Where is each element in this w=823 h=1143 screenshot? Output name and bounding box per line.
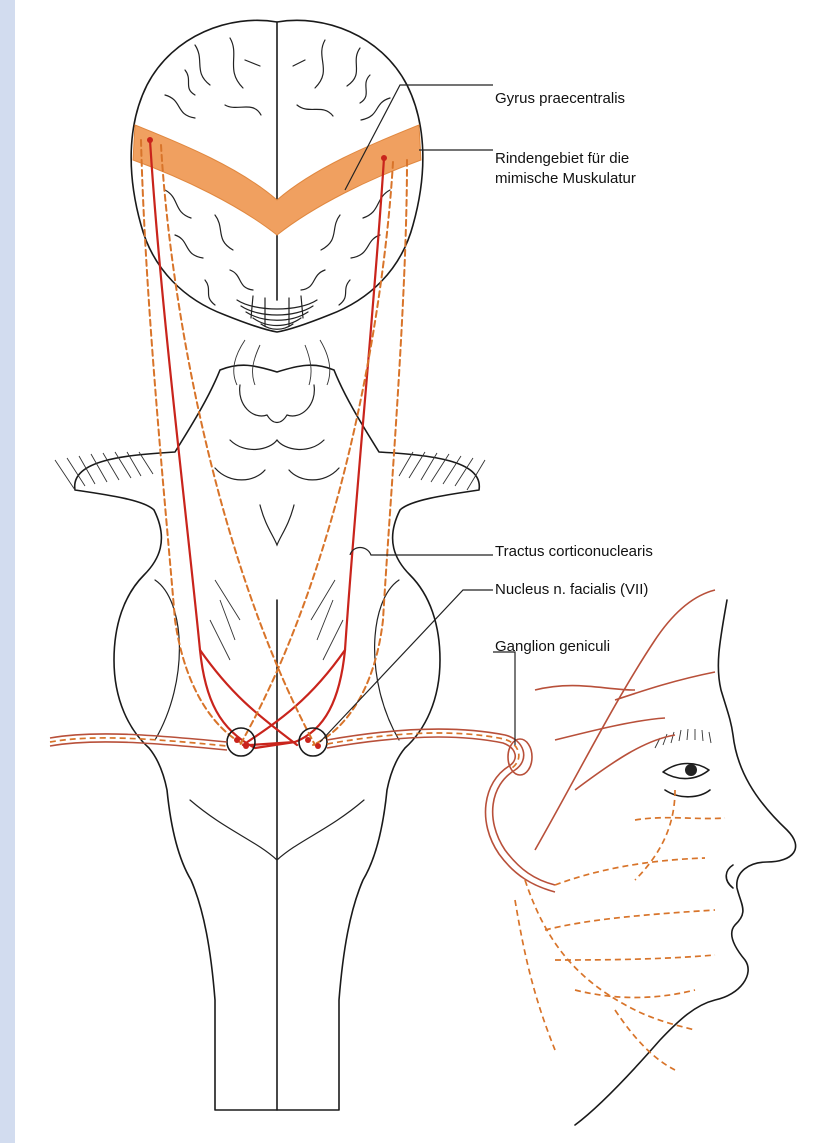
label-gyrus-praecentralis: Gyrus praecentralis (495, 89, 625, 108)
label-rindengebiet-line1: Rindengebiet für die (495, 149, 629, 168)
label-rindengebiet-line2: mimische Muskulatur (495, 169, 636, 188)
facial-nerve (50, 590, 725, 1070)
label-nucleus-facialis: Nucleus n. facialis (VII) (495, 580, 648, 599)
leader-tractus (350, 548, 493, 556)
leader-ganglion (493, 652, 515, 745)
facial-nerve-pathway-diagram (15, 0, 823, 1143)
leader-nucleus (320, 590, 493, 742)
nucleus-dot (234, 737, 240, 743)
figure-page: Gyrus praecentralis Rindengebiet für die… (15, 0, 823, 1143)
nucleus-dot (305, 737, 311, 743)
label-tractus-corticonuclearis: Tractus corticonuclearis (495, 542, 653, 561)
nucleus-dot (315, 743, 321, 749)
label-ganglion-geniculi: Ganglion geniculi (495, 637, 610, 656)
eye-pupil (685, 764, 697, 776)
nucleus-dot (243, 743, 249, 749)
